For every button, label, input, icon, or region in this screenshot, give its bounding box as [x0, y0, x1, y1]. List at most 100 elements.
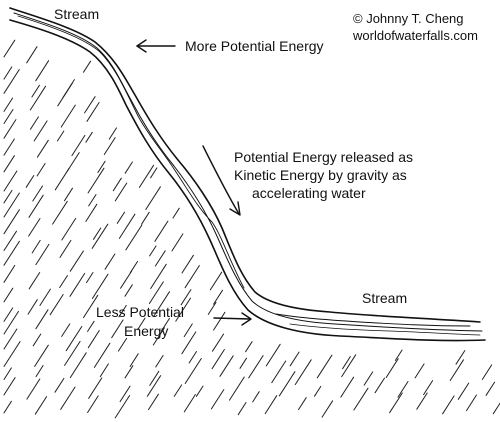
label-stream-bottom: Stream — [362, 290, 408, 306]
hatch-stroke — [183, 394, 196, 413]
stream-channel — [9, 7, 486, 342]
hatch-stroke — [213, 311, 226, 331]
hatch-stroke — [3, 66, 13, 80]
hatch-stroke — [183, 323, 193, 338]
credit-copyright: © Johnny T. Cheng — [353, 11, 464, 26]
hatch-stroke — [65, 326, 83, 352]
hatch-stroke — [61, 217, 77, 241]
hatch-stroke — [124, 365, 134, 379]
hatch-stroke — [385, 358, 399, 378]
hatch-stroke — [265, 343, 281, 367]
label-more-potential-energy: More Potential Energy — [185, 38, 324, 54]
hatch-stroke — [60, 386, 76, 410]
hatch-stroke — [3, 97, 14, 112]
hatch-stroke — [237, 402, 247, 416]
hatch-stroke — [69, 250, 84, 272]
hatch-stroke — [180, 289, 192, 306]
label-stream-top: Stream — [54, 6, 100, 22]
hatch-stroke — [414, 363, 425, 379]
hatch-stroke — [57, 130, 65, 142]
hatch-stroke — [397, 381, 409, 398]
hatch-stroke — [34, 344, 49, 367]
hatch-stroke — [129, 353, 139, 367]
hatch-stroke — [36, 139, 49, 158]
hatch-stroke — [289, 351, 300, 367]
hatch-stroke — [416, 392, 428, 410]
hatch-stroke — [83, 60, 92, 73]
hatch-stroke — [97, 160, 106, 173]
hatch-stroke — [211, 349, 225, 370]
hatch-stroke — [150, 263, 167, 289]
hatch-stroke — [181, 331, 197, 355]
hatch-stroke — [59, 275, 68, 288]
hatch-stroke — [117, 337, 128, 352]
hatch-stroke — [49, 294, 64, 316]
hatch-stroke — [57, 82, 73, 107]
hatch-stroke — [118, 213, 136, 239]
hatch-stroke — [248, 355, 264, 379]
hatch-stroke — [213, 289, 223, 305]
hatch-stroke — [32, 185, 43, 202]
hatch-stroke — [93, 227, 102, 240]
hatch-stroke — [271, 360, 287, 384]
hatch-stroke — [3, 400, 12, 414]
hatch-stroke — [120, 270, 133, 289]
hatch-stroke — [341, 354, 357, 378]
hatch-stroke — [363, 371, 374, 386]
hatch-stroke — [99, 363, 109, 378]
hatch-stroke — [88, 194, 97, 207]
hatch-stroke — [64, 187, 73, 202]
hatch-stroke — [118, 304, 127, 318]
hatch-stroke — [141, 211, 150, 225]
hatch-stroke — [35, 365, 44, 378]
hatch-stroke — [69, 272, 86, 297]
hatch-stroke — [71, 134, 86, 157]
hatch-stroke — [91, 223, 109, 249]
credit-website: worldofwaterfalls.com — [353, 28, 478, 43]
hatch-stroke — [28, 218, 41, 237]
hatch-stroke — [93, 342, 111, 368]
hatch-stroke — [492, 402, 500, 415]
hatch-stroke — [28, 194, 44, 218]
hatch-stroke — [149, 245, 157, 257]
hatch-stroke — [64, 340, 81, 366]
hatch-stroke — [119, 385, 131, 403]
hatch-stroke — [153, 291, 170, 318]
hatch-stroke — [104, 253, 116, 270]
hatch-stroke — [316, 354, 333, 379]
stream-flow-line-2 — [17, 15, 245, 289]
hatch-stroke — [34, 396, 48, 415]
hatch-stroke — [171, 233, 184, 252]
arrows — [136, 39, 252, 326]
hatch-stroke — [154, 220, 169, 242]
hatch-stroke — [86, 272, 94, 284]
hatch-stroke — [457, 382, 470, 400]
hatch-stroke — [145, 186, 161, 210]
hatch-stroke — [114, 182, 128, 202]
hatch-stroke — [87, 330, 100, 349]
hatch-stroke — [87, 395, 99, 413]
hatch-stroke — [252, 391, 260, 403]
hatch-stroke — [294, 359, 312, 385]
ground-hatching — [3, 39, 500, 419]
hatch-stroke — [26, 378, 41, 400]
hatch-stroke — [124, 284, 133, 297]
arrow-kinetic-energy — [202, 145, 241, 216]
hatch-stroke — [353, 387, 369, 411]
hatch-stroke — [3, 39, 16, 58]
hatch-stroke — [195, 385, 204, 397]
label-less-potential-line-2: Energy — [124, 323, 169, 339]
hatch-stroke — [148, 281, 164, 304]
label-energy-released-line-1: Potential Energy released as — [234, 149, 413, 165]
hatch-stroke — [298, 397, 307, 411]
hatch-stroke — [442, 395, 455, 415]
hatch-stroke — [3, 138, 15, 156]
hatch-stroke — [278, 371, 296, 397]
hatch-stroke — [154, 250, 166, 267]
hatch-stroke — [85, 131, 93, 143]
hatch-stroke — [229, 376, 245, 401]
hatch-stroke — [340, 376, 355, 398]
hatch-stroke — [30, 116, 39, 130]
hatch-stroke — [160, 317, 170, 332]
hatch-stroke — [114, 395, 131, 419]
